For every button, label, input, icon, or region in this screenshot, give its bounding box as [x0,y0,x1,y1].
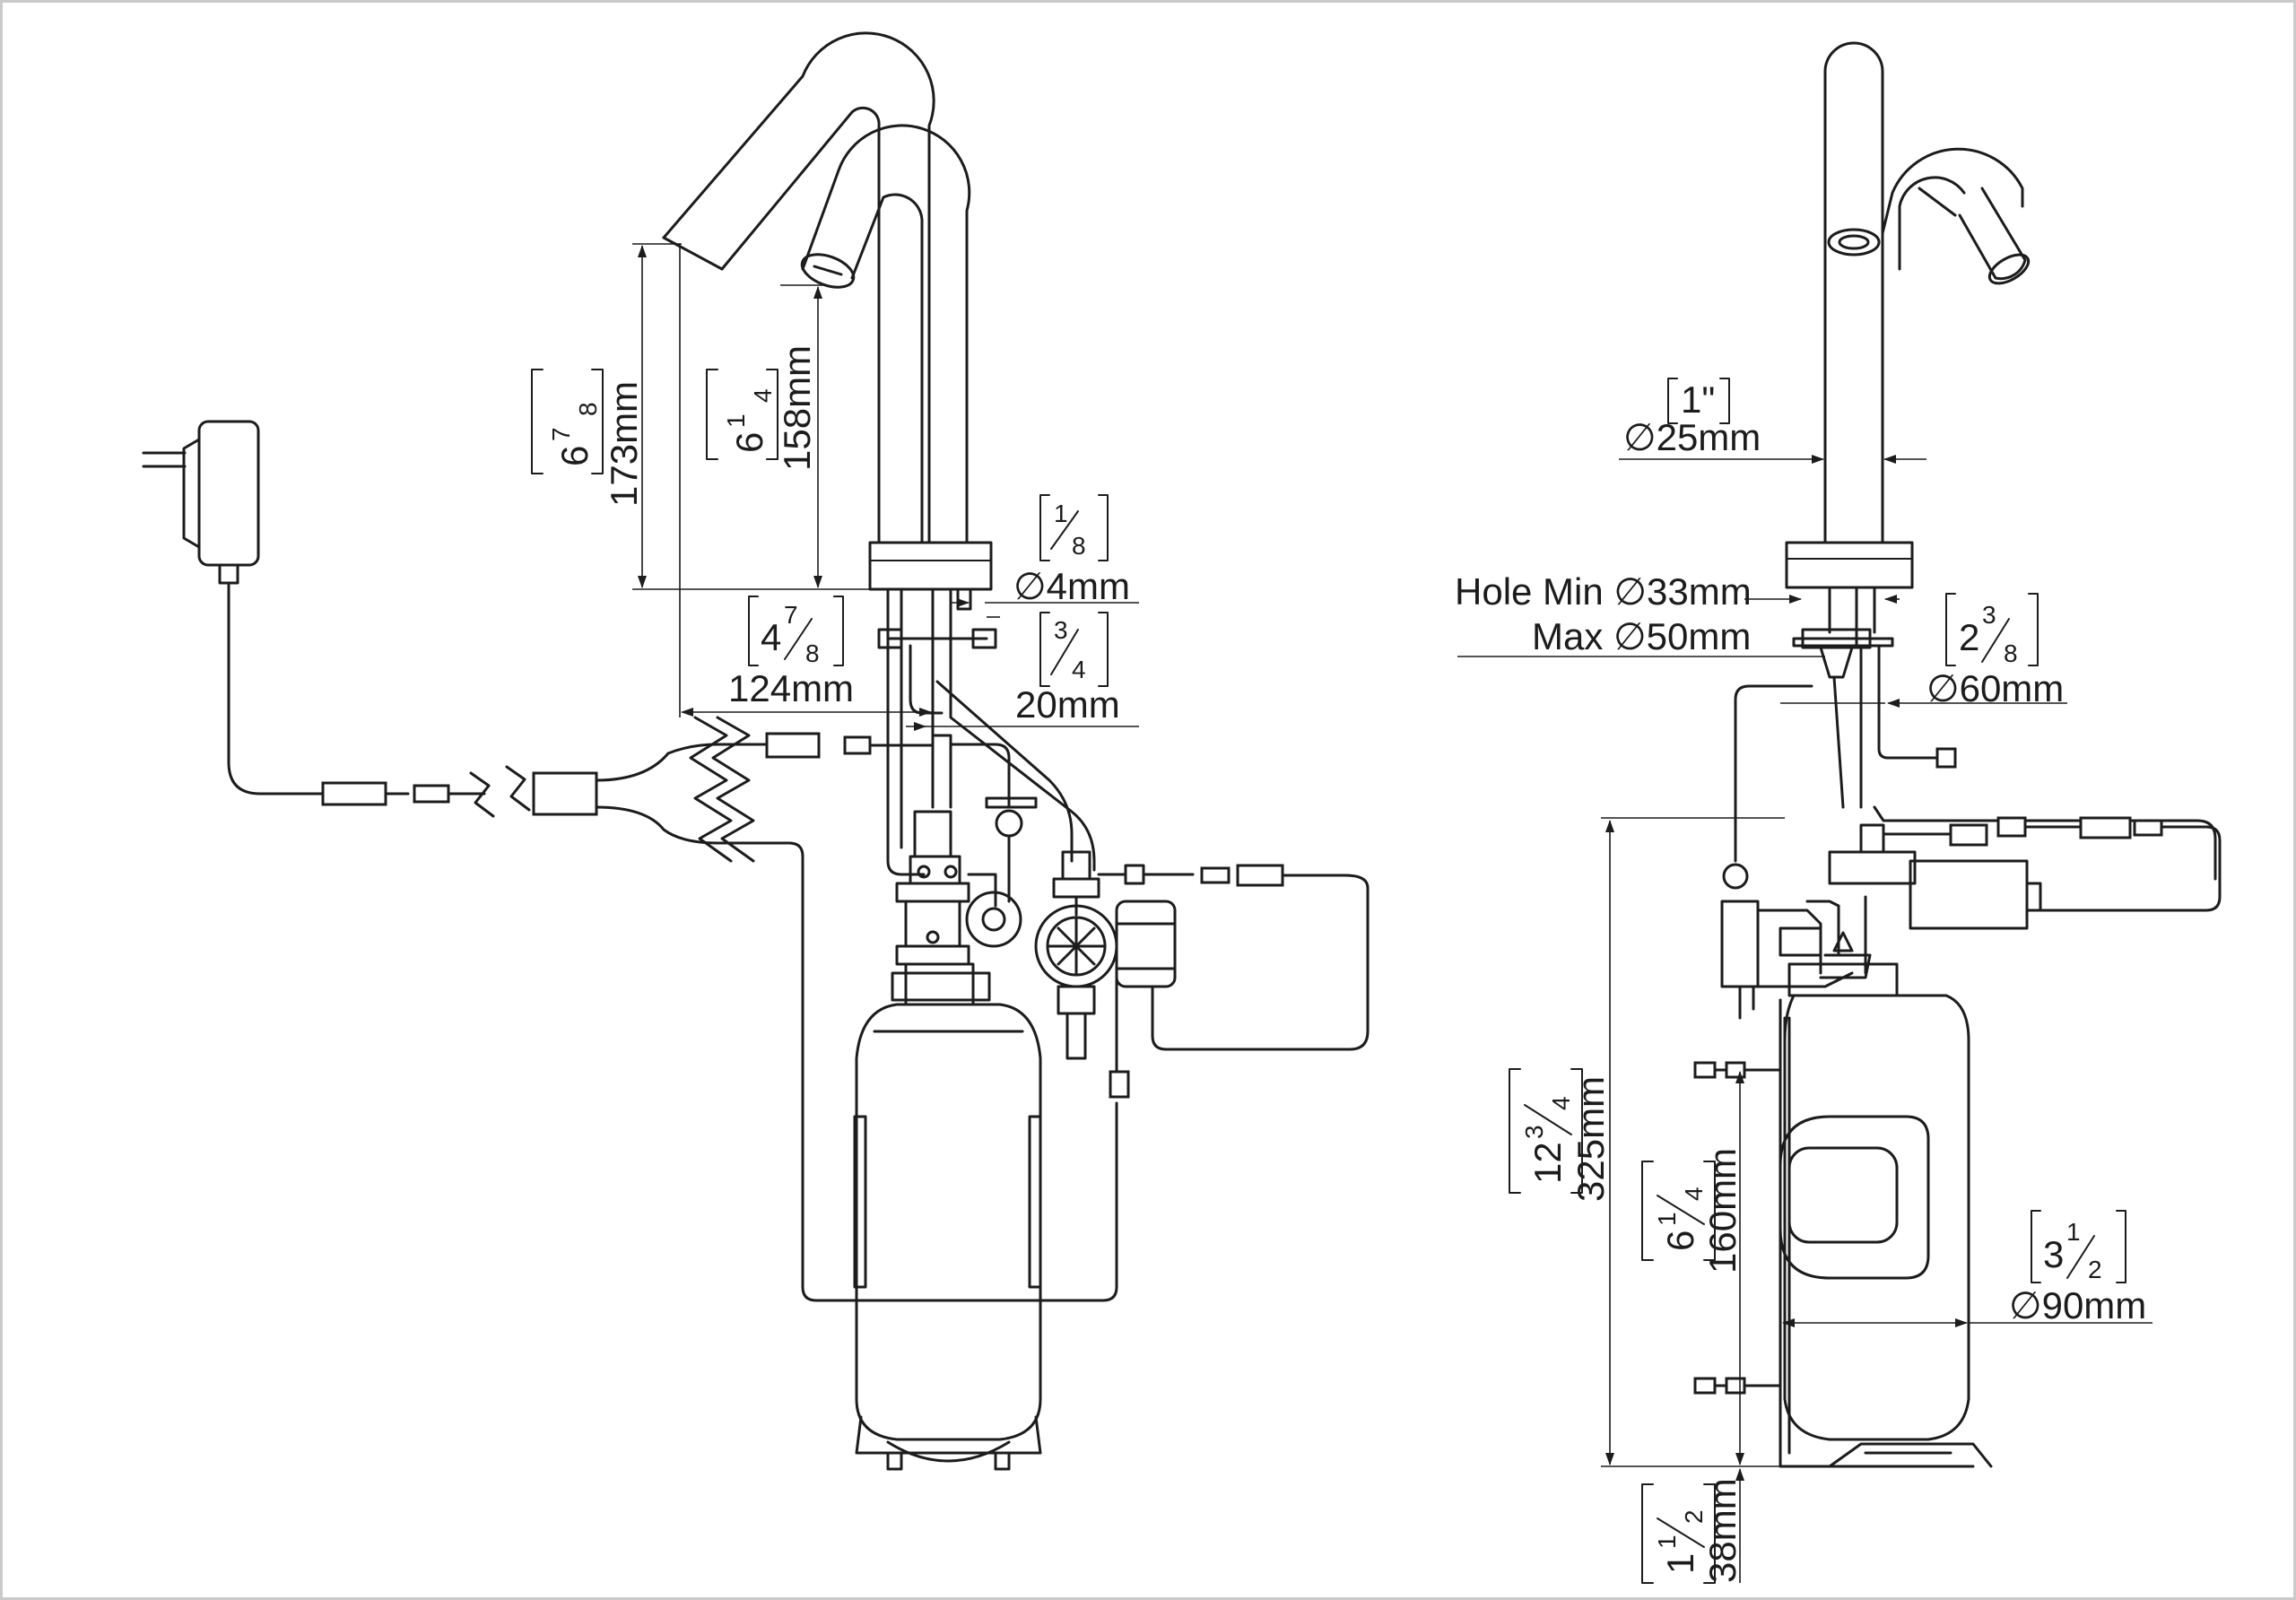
dim-325mm-inch: 12 3 4 [1509,1068,1583,1194]
soap-bottle [853,962,1042,1471]
dim-4mm-inch: 1 8 [1039,494,1109,561]
dim-325mm-label: 325mm [1570,1076,1612,1202]
hole-min-text: Hole Min [1455,570,1604,613]
dim-158mm-label: 158mm [776,345,818,471]
dim-160mm-inch-whole: 6 [1659,1230,1701,1251]
dim-60mm-inch-whole: 2 [1959,616,1979,658]
dim-60mm-inch-num: 3 [1982,601,1996,629]
dim-4mm-value: 4mm [1047,565,1130,607]
dim-hole-min-label: Hole Min ∅33mm [1455,570,1752,613]
short-spout [800,124,971,544]
power-adapter-icon [142,420,531,818]
hole-min-value: 33mm [1647,570,1752,613]
tall-spout [662,31,935,544]
dim-90mm-inch-num: 1 [2066,1218,2081,1246]
diameter-symbol: ∅ [2009,1284,2042,1326]
diameter-symbol: ∅ [1623,416,1657,458]
diameter-symbol: ∅ [1926,667,1960,709]
dim-4mm-label: ∅4mm [1013,565,1130,607]
dim-25mm-inch-label: 1" [1681,378,1715,421]
dim-160mm-inch-den: 4 [1680,1187,1708,1201]
dim-160mm-label: 160mm [1701,1148,1744,1274]
dim-38mm-inch-whole: 1 [1659,1553,1701,1574]
dim-4mm-inch-num: 1 [1054,500,1068,527]
dim-160mm-inch-num: 1 [1653,1212,1681,1226]
dim-90mm-value: 90mm [2042,1284,2147,1326]
dim-20mm-inch-den: 4 [1072,656,1086,683]
cable-harness [532,716,1118,1302]
dim-124mm-inch-num: 7 [784,601,798,629]
valve-assembly-front [1720,805,2222,1047]
dim-158mm-inch: 6 1 4 [722,388,777,453]
dim-325mm-inch-num: 3 [1520,1125,1548,1139]
dim-124mm-inch: 4 7 8 [748,596,844,667]
dim-90mm-inch-whole: 3 [2043,1233,2064,1275]
dim-158mm-inch-den: 4 [749,388,777,403]
dim-124mm-inch-den: 8 [805,639,820,667]
valve-assembly [895,809,1370,1099]
faucet-base [868,541,1096,876]
tall-spout-front [1823,41,1884,544]
dim-hole-max-label: Max ∅50mm [1532,615,1751,657]
dim-60mm-label: ∅60mm [1926,667,2064,709]
dim-90mm-label: ∅90mm [2009,1284,2146,1326]
dim-90mm-inch: 3 1 2 [2031,1210,2126,1283]
faucet-base-front [1722,541,1957,890]
dim-173mm-inch: 6 7 8 [547,402,602,466]
dim-38mm-inch-num: 1 [1653,1535,1681,1549]
right-dimensions [1457,455,2152,1583]
dim-20mm-inch: 3 4 [1039,612,1109,687]
dim-60mm-value: 60mm [1960,667,2065,709]
dim-90mm-inch-den: 2 [2088,1256,2102,1283]
dim-124mm-label: 124mm [728,667,854,709]
hole-max-text: Max [1532,615,1603,657]
dim-25mm-value: 25mm [1657,416,1761,458]
dim-158mm-inch-whole: 6 [728,432,770,453]
short-spout-side [1881,147,2031,285]
diameter-symbol: ∅ [1613,615,1647,657]
dim-124mm-inch-whole: 4 [761,616,781,658]
dim-160mm-inch: 6 1 4 [1641,1161,1716,1261]
dim-158mm-inch-num: 1 [722,413,750,428]
dim-25mm-inch: 1" [1667,378,1730,424]
dim-20mm-inch-num: 3 [1054,616,1068,644]
hole-max-value: 50mm [1647,615,1752,657]
dim-325mm-inch-den: 4 [1547,1096,1575,1110]
dim-173mm-label: 173mm [603,381,645,507]
dim-173mm-inch-num: 7 [547,427,575,441]
dim-60mm-inch-den: 8 [2004,639,2018,667]
dim-173mm-inch-whole: 6 [553,446,596,466]
dim-60mm-inch: 2 3 8 [1945,593,2039,667]
left-dimensions [531,243,1139,731]
dim-38mm-inch: 1 1 2 [1641,1483,1716,1584]
diameter-symbol: ∅ [1613,570,1647,613]
right-view: 1" ∅25mm Hole Min ∅33mm Max ∅50mm 2 3 8 … [1455,41,2222,1584]
dim-20mm-label: 20mm [1015,683,1120,726]
left-view: 173mm 6 7 8 158mm 6 1 4 1 8 ∅4mm 4 7 8 [142,31,1370,1471]
dim-173mm-inch-den: 8 [574,402,602,416]
dim-325mm-inch-whole: 12 [1526,1142,1569,1184]
diameter-symbol: ∅ [1013,565,1047,607]
dim-38mm-label: 38mm [1701,1478,1744,1583]
dim-25mm-label: ∅25mm [1623,416,1761,458]
dim-4mm-inch-den: 8 [1072,532,1086,560]
dim-38mm-inch-den: 2 [1680,1509,1708,1524]
